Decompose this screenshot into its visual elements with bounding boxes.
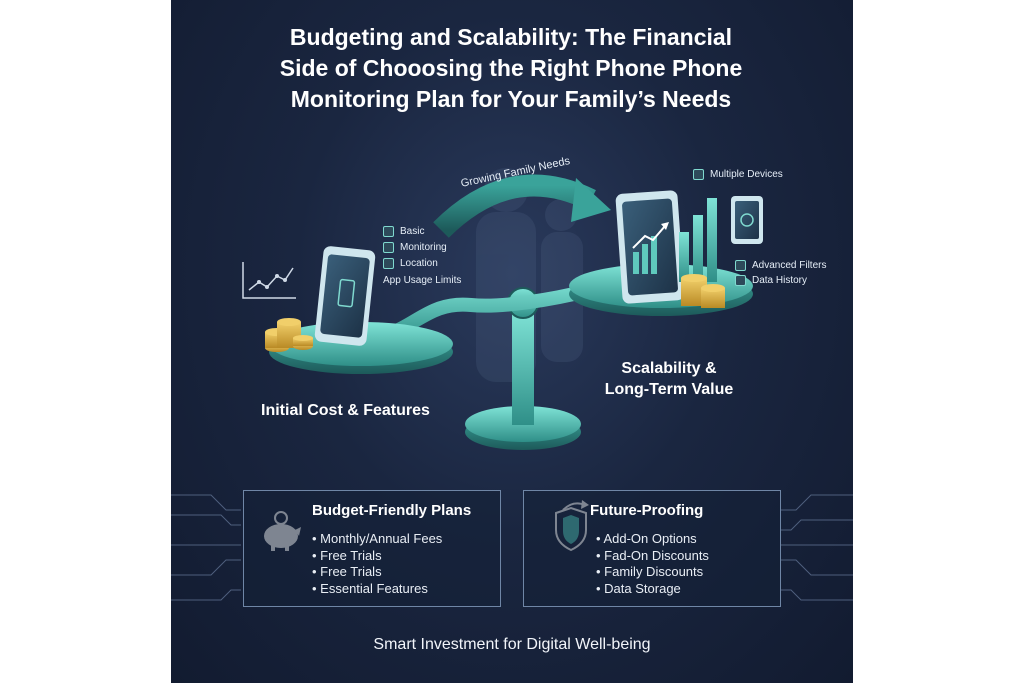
- budget-panel-title: Budget-Friendly Plans: [312, 502, 472, 519]
- small-device-icon: [731, 196, 763, 244]
- left-caption: Initial Cost & Features: [261, 402, 430, 419]
- list-item: Add-On Options: [596, 531, 709, 548]
- budget-list: Monthly/Annual Fees Free Trials Free Tri…: [312, 531, 442, 597]
- feature-icon: [383, 226, 394, 237]
- growth-bars: [679, 198, 717, 282]
- list-item: Data Storage: [596, 581, 709, 598]
- right-caption-line-1: Scalability &: [621, 360, 717, 377]
- phone-icon: [314, 246, 376, 346]
- tablet-icon: [615, 190, 685, 304]
- feature-advanced-filters: Advanced Filters: [735, 260, 826, 271]
- infographic-poster: Budgeting and Scalability: The Financial…: [171, 0, 853, 683]
- list-item: Free Trials: [312, 548, 442, 565]
- scale-stand: [465, 287, 581, 450]
- title-line-2: Side of Chooosing the Right Phone Phone: [279, 55, 743, 81]
- curved-arrow-icon: [433, 174, 611, 238]
- coin-stack-left: [265, 318, 313, 352]
- feature-label: Location: [400, 258, 438, 269]
- right-caption: Scalability & Long-Term Value: [579, 358, 759, 400]
- coin-stack-right: [681, 274, 725, 308]
- feature-icon: [383, 258, 394, 269]
- feature-label: Multiple Devices: [710, 169, 783, 180]
- list-item: Essential Features: [312, 581, 442, 598]
- feature-basic: Basic: [383, 226, 424, 237]
- feature-label: Monitoring: [400, 242, 447, 253]
- feature-monitoring: Monitoring: [383, 242, 447, 253]
- feature-multiple-devices: Multiple Devices: [693, 169, 783, 180]
- list-item: Monthly/Annual Fees: [312, 531, 442, 548]
- balance-scale-illustration: [171, 168, 853, 601]
- trend-chart-icon: [242, 262, 296, 299]
- budget-panel: Budget-Friendly Plans Monthly/Annual Fee…: [243, 490, 501, 607]
- future-list: Add-On Options Fad-On Discounts Family D…: [596, 531, 709, 598]
- list-item: Free Trials: [312, 564, 442, 581]
- feature-icon: [693, 169, 704, 180]
- right-caption-line-2: Long-Term Value: [604, 381, 734, 398]
- list-item: Fad-On Discounts: [596, 548, 709, 565]
- feature-label: Basic: [400, 226, 425, 237]
- feature-icon: [383, 242, 394, 253]
- title-line-1: Budgeting and Scalability: The Financial: [289, 24, 733, 50]
- list-item: Family Discounts: [596, 564, 709, 581]
- feature-label: Advanced Filters: [752, 260, 827, 271]
- feature-icon: [735, 275, 746, 286]
- feature-data-history: Data History: [735, 275, 807, 286]
- page-title: Budgeting and Scalability: The Financial…: [211, 22, 811, 115]
- feature-location: Location: [383, 258, 438, 269]
- future-panel-title: Future-Proofing: [590, 502, 704, 519]
- title-line-3: Monitoring Plan for Your Family’s Needs: [290, 86, 732, 112]
- feature-label: Data History: [752, 275, 808, 286]
- future-panel: Future-Proofing Add-On Options Fad-On Di…: [523, 490, 781, 607]
- footer-tagline: Smart Investment for Digital Well-being: [373, 636, 651, 653]
- feature-app-usage: App Usage Limits: [383, 275, 462, 286]
- circuit-decoration: [171, 494, 853, 601]
- feature-icon: [735, 260, 746, 271]
